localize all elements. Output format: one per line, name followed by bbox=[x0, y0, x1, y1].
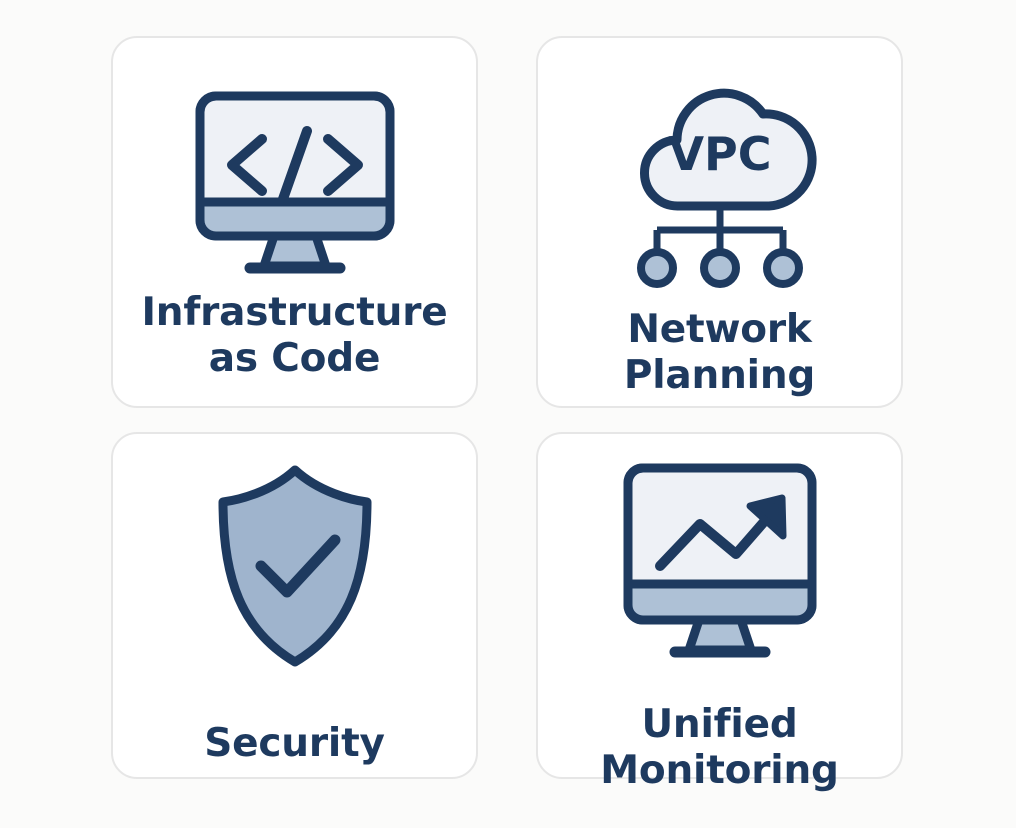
feature-card-label: Network Planning bbox=[623, 307, 816, 398]
feature-card-label: Infrastructure as Code bbox=[141, 290, 448, 381]
feature-card-grid: Infrastructure as Code VPC N bbox=[111, 36, 906, 793]
feature-card-security[interactable]: Security bbox=[111, 432, 478, 779]
feature-card-unified-monitoring[interactable]: Unified Monitoring bbox=[536, 432, 903, 793]
monitor-code-icon bbox=[113, 90, 476, 276]
feature-card-label: Unified Monitoring bbox=[600, 702, 839, 793]
shield-check-icon bbox=[113, 462, 476, 672]
feature-card-infrastructure-as-code[interactable]: Infrastructure as Code bbox=[111, 36, 478, 408]
feature-card-network-planning[interactable]: VPC Network Planning bbox=[536, 36, 903, 408]
cloud-label-vpc: VPC bbox=[668, 127, 771, 181]
cloud-network-icon: VPC bbox=[538, 60, 901, 292]
feature-card-label: Security bbox=[204, 721, 385, 766]
monitor-trending-up-icon bbox=[538, 462, 901, 667]
